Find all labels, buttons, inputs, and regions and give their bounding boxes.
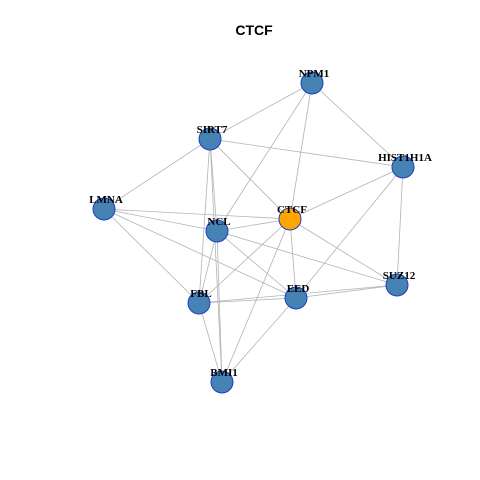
edge-hist1h1a-eed: [295, 166, 404, 299]
node-label-hist1h1a: HIST1H1A: [378, 152, 432, 164]
edge-ctcf-eed: [289, 218, 297, 299]
node-suz12: SUZ12: [383, 270, 416, 297]
edge-ncl-fbl: [198, 230, 218, 304]
edge-sirt7-ncl: [209, 138, 218, 232]
edge-hist1h1a-suz12: [396, 166, 404, 286]
edge-eed-bmi1: [221, 297, 297, 383]
node-label-ctcf: CTCF: [277, 204, 307, 216]
node-label-ncl: NCL: [207, 216, 230, 228]
node-circle-bmi1: [210, 370, 234, 394]
edge-ctcf-ncl: [216, 218, 291, 232]
node-ctcf: CTCF: [277, 204, 307, 231]
edge-lmna-ctcf: [103, 208, 291, 220]
edge-ctcf-bmi1: [221, 218, 291, 383]
node-label-lmna: LMNA: [89, 194, 123, 206]
edge-ctcf-suz12: [289, 218, 398, 286]
edge-npm1-ncl: [216, 82, 313, 232]
edge-lmna-ncl: [103, 208, 218, 232]
node-ncl: NCL: [205, 216, 231, 243]
node-circle-hist1h1a: [391, 155, 415, 179]
node-label-eed: EED: [287, 283, 310, 295]
node-circle-sirt7: [198, 127, 222, 151]
node-circle-fbl: [187, 291, 211, 315]
node-circle-ctcf: [278, 207, 302, 231]
node-bmi1: BMI1: [210, 367, 238, 394]
edge-sirt7-fbl: [198, 138, 211, 304]
edge-lmna-fbl: [103, 208, 200, 304]
node-circle-ncl: [205, 219, 229, 243]
edge-hist1h1a-ctcf: [289, 166, 404, 220]
edge-ncl-bmi1: [216, 230, 223, 383]
edge-fbl-bmi1: [198, 302, 223, 383]
node-fbl: FBL: [187, 288, 212, 315]
edge-sirt7-lmna: [103, 138, 211, 210]
edge-suz12-eed: [295, 284, 398, 299]
node-sirt7: SIRT7: [197, 124, 228, 151]
node-lmna: LMNA: [89, 194, 123, 221]
edge-npm1-sirt7: [209, 82, 313, 140]
edge-layer: [103, 82, 404, 383]
node-eed: EED: [284, 283, 310, 310]
node-circle-suz12: [385, 273, 409, 297]
edge-ctcf-fbl: [198, 218, 291, 304]
node-label-bmi1: BMI1: [210, 367, 238, 379]
edge-sirt7-ctcf: [209, 138, 291, 220]
node-circle-npm1: [300, 71, 324, 95]
graph-title: CTCF: [235, 22, 273, 38]
edge-sirt7-hist1h1a: [209, 138, 404, 168]
node-hist1h1a: HIST1H1A: [378, 152, 432, 179]
node-label-fbl: FBL: [190, 288, 211, 300]
node-label-npm1: NPM1: [299, 68, 330, 80]
node-circle-lmna: [92, 197, 116, 221]
edge-ncl-eed: [216, 230, 297, 299]
node-label-suz12: SUZ12: [383, 270, 416, 282]
edge-npm1-hist1h1a: [311, 82, 404, 168]
edge-npm1-ctcf: [289, 82, 313, 220]
edge-eed-fbl: [198, 297, 297, 304]
edge-ncl-suz12: [216, 230, 398, 286]
node-npm1: NPM1: [299, 68, 330, 95]
edge-lmna-eed: [103, 208, 297, 299]
node-label-sirt7: SIRT7: [197, 124, 228, 136]
node-circle-eed: [284, 286, 308, 310]
